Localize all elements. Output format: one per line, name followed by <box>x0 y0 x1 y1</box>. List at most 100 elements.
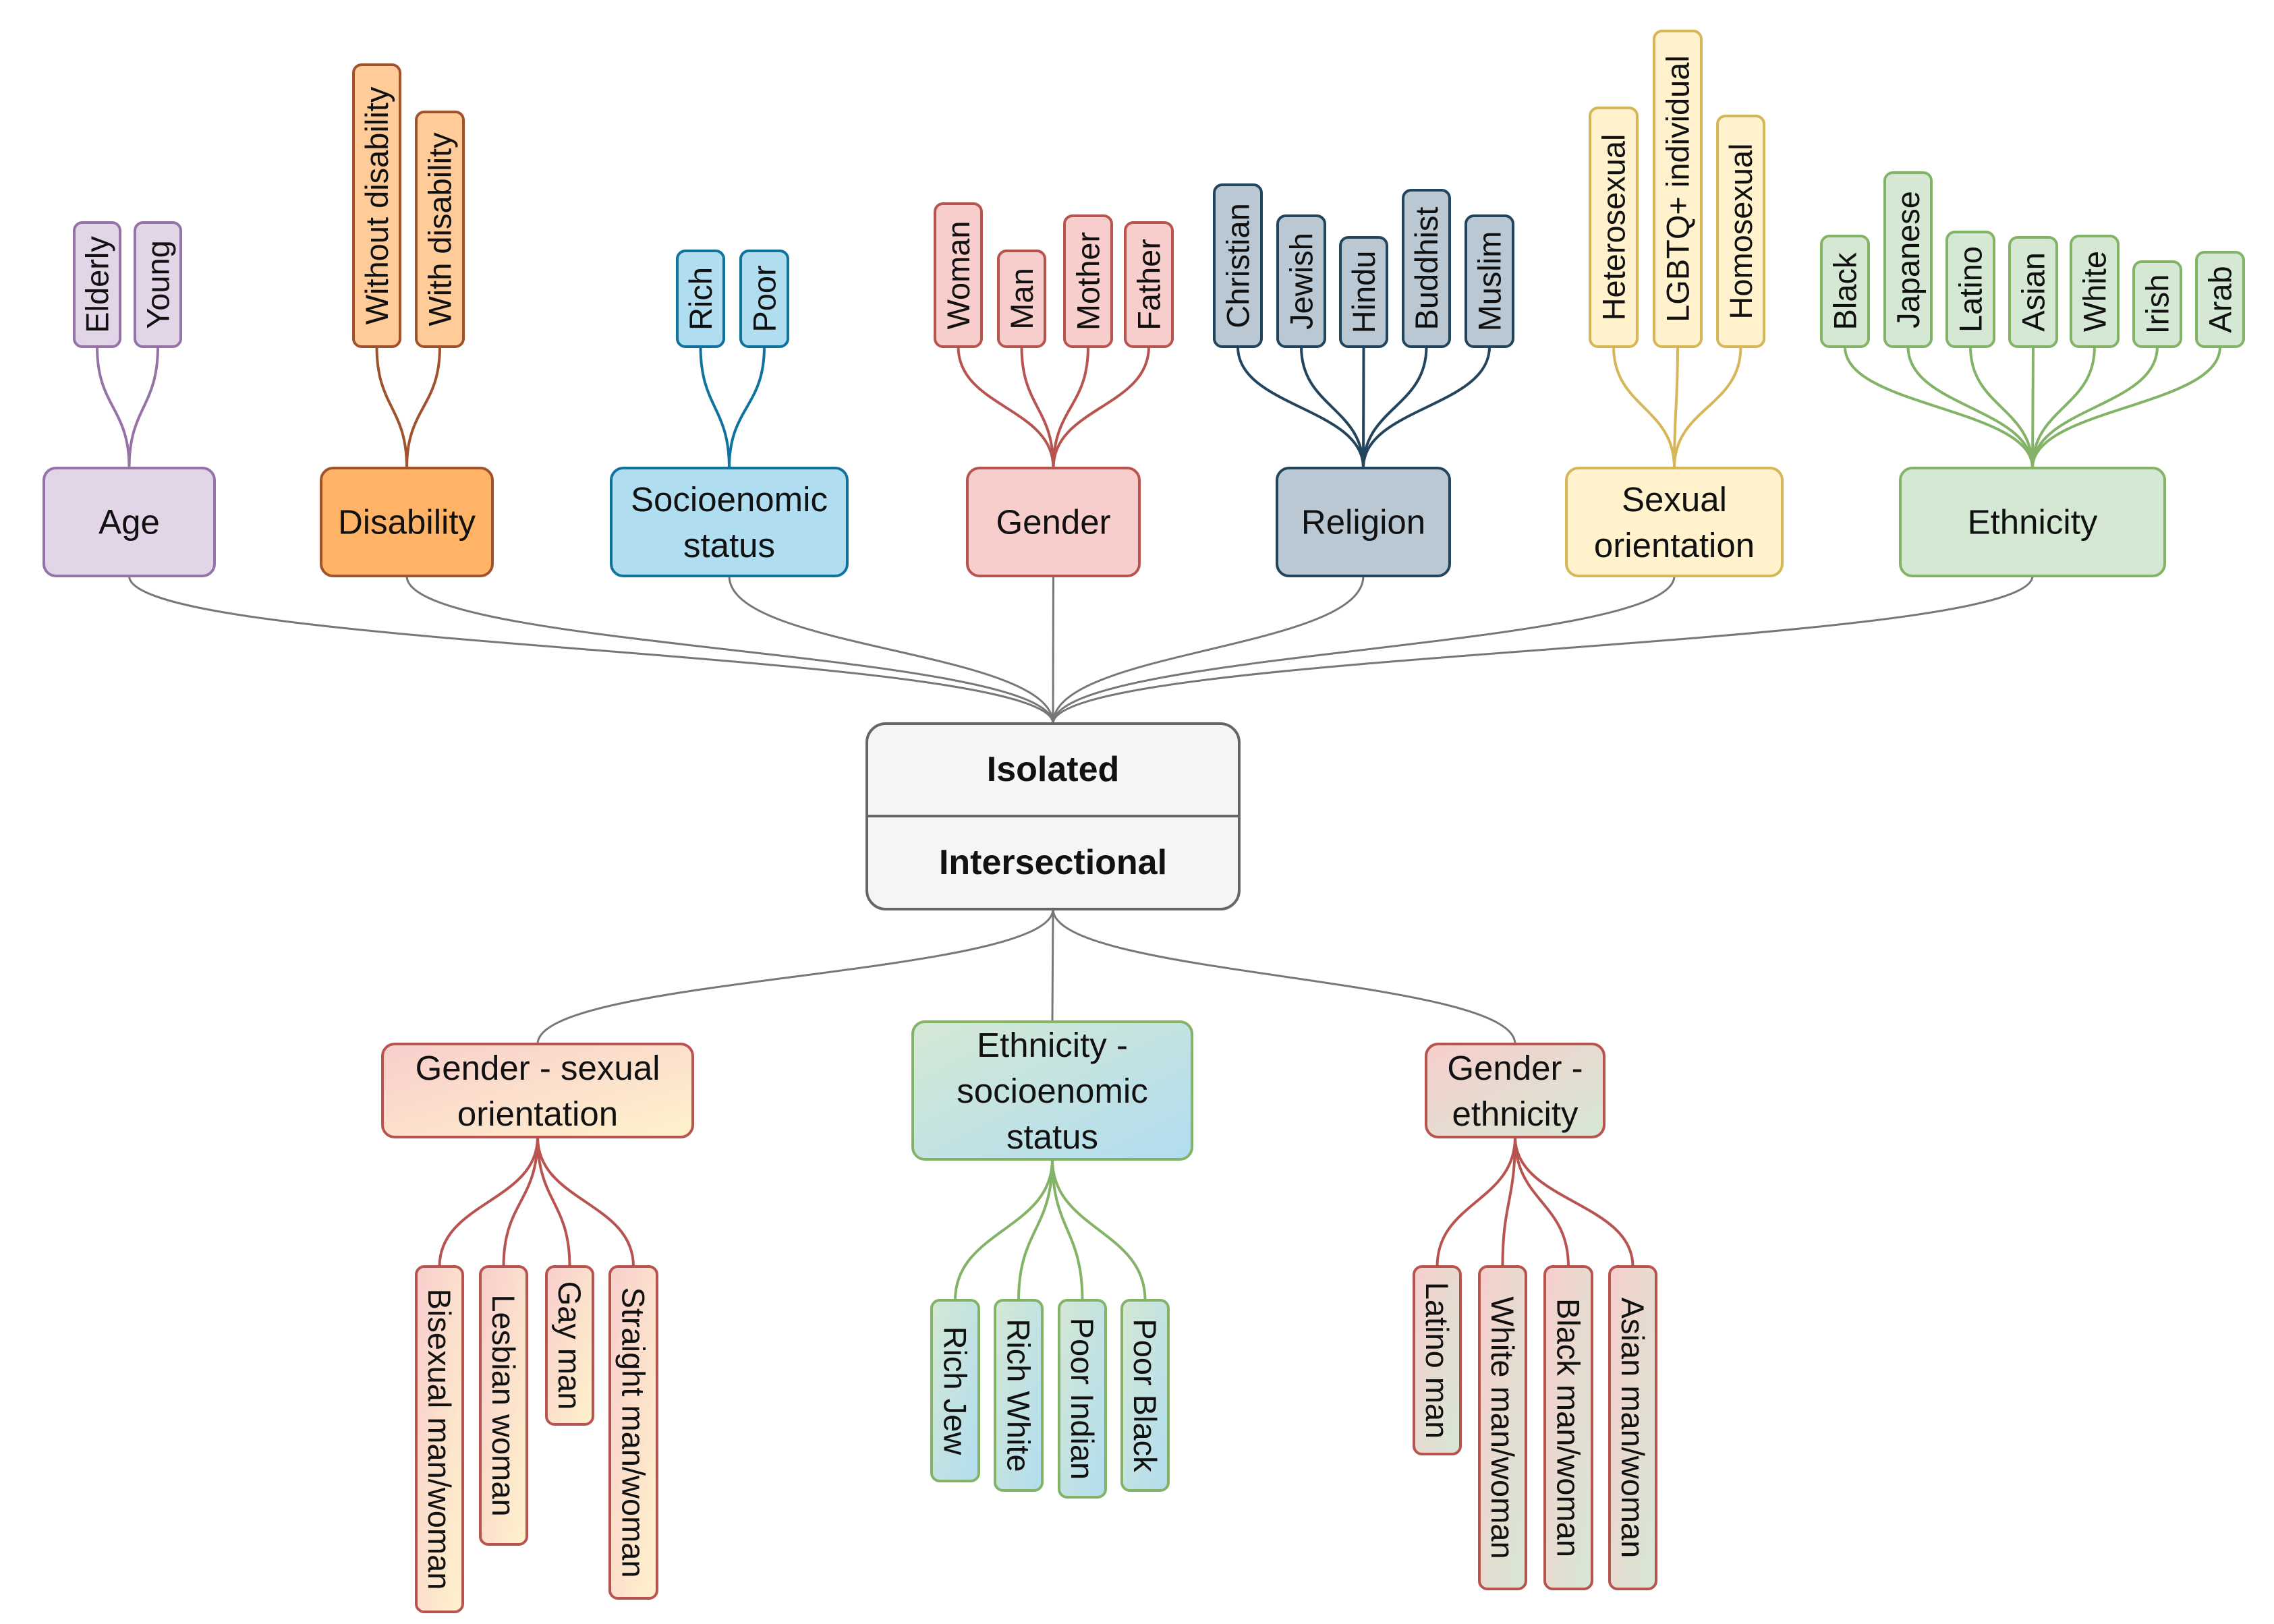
leaf-node: Straight man/woman <box>608 1265 658 1600</box>
leaf-node: Heterosexual <box>1589 107 1639 348</box>
leaf-box-buddhist <box>1402 189 1451 348</box>
leaf-label-father: Father <box>1131 239 1167 330</box>
leaf-label-rich-white: Rich White <box>1001 1318 1037 1472</box>
connector-religion-leaf-0 <box>1237 346 1365 469</box>
leaf-label-buddhist: Buddhist <box>1409 207 1444 330</box>
leaf-box-poor <box>739 250 789 348</box>
leaf-label-irish: Irish <box>2140 274 2176 335</box>
category-label-age: Age <box>98 503 160 542</box>
category-box-socioenomic-status <box>610 467 849 577</box>
leaf-node: Arab <box>2195 251 2245 348</box>
leaf-node: Rich White <box>994 1299 1044 1492</box>
leaf-box-with-disability <box>415 111 465 348</box>
leaf-label-white-man-woman: White man/woman <box>1485 1296 1520 1559</box>
category-label-sexual-orientation-line: Sexual <box>1622 480 1727 519</box>
leaf-node: With disability <box>415 111 465 348</box>
leaf-label-asian-man-woman: Asian man/woman <box>1615 1298 1651 1559</box>
leaf-box-young <box>134 221 182 348</box>
leaf-node: Woman <box>934 202 983 348</box>
leaf-label-black: Black <box>1827 252 1863 330</box>
leaf-node: Man <box>997 250 1046 348</box>
connector-center-to-gender-ethnicity <box>1052 908 1516 1045</box>
category-label-religion: Religion <box>1301 503 1425 542</box>
leaf-box-japanese <box>1883 171 1933 348</box>
leaf-box-muslim <box>1465 214 1514 348</box>
center-node: Isolated Intersectional <box>865 722 1241 910</box>
leaf-box-straight-man-woman <box>608 1265 658 1600</box>
leaf-box-poor-black <box>1120 1299 1170 1492</box>
leaf-node: Poor Indian <box>1058 1299 1107 1499</box>
leaf-node: Father <box>1124 221 1174 348</box>
connector-gender-leaf-2 <box>1052 346 1089 469</box>
leaf-node: Rich <box>676 250 725 348</box>
leaf-node: White <box>2070 235 2120 348</box>
leaf-label-homosexual: Homosexual <box>1723 143 1759 319</box>
leaf-box-gay-man <box>545 1265 594 1426</box>
center-isolated-label: Isolated <box>987 750 1120 789</box>
category-label-socioenomic-status-line: status <box>683 526 775 564</box>
leaf-label-white: White <box>2077 251 2113 332</box>
leaf-label-hindu: Hindu <box>1346 251 1382 334</box>
category-label-gender-ethnicity: Gender - ethnicity <box>1447 1049 1583 1133</box>
leaf-node: White man/woman <box>1478 1265 1527 1590</box>
connector-ethnicity-socioenomic-status-leaf-2 <box>1051 1159 1084 1301</box>
leaf-box-rich <box>676 250 725 348</box>
leaf-label-arab: Arab <box>2202 266 2238 332</box>
category-label-gender-ethnicity-line: Gender - <box>1447 1049 1583 1087</box>
leaf-box-man <box>997 250 1046 348</box>
connector-ethnicity-socioenomic-status-leaf-3 <box>1051 1159 1147 1301</box>
connector-gender-ethnicity-leaf-2 <box>1514 1136 1570 1267</box>
connector-disability-to-center <box>405 575 1054 724</box>
leaf-box-arab <box>2195 251 2245 348</box>
leaf-box-hindu <box>1339 236 1388 348</box>
leaf-box-bisexual-man-woman <box>415 1265 464 1613</box>
category-box-ethnicity <box>1899 467 2166 577</box>
category-box-age <box>42 467 216 577</box>
connector-ethnicity-leaf-5 <box>2031 346 2159 469</box>
connector-center-to-ethnicity-socioenomic-status <box>1051 908 1054 1022</box>
leaf-node: Rich Jew <box>930 1299 980 1482</box>
leaf-box-asian-man-woman <box>1608 1265 1657 1590</box>
leaf-node: Poor Black <box>1120 1299 1170 1492</box>
leaf-label-lgbtq-individual: LGBTQ+ individual <box>1660 55 1696 322</box>
leaf-label-man: Man <box>1004 268 1040 329</box>
leaf-label-elderly: Elderly <box>80 236 115 333</box>
leaf-node: Gay man <box>545 1265 594 1426</box>
leaf-box-lgbtq-individual <box>1653 30 1703 348</box>
connector-gender-sexual-orientation-leaf-0 <box>438 1136 539 1267</box>
category-label-gender: Gender <box>996 503 1110 542</box>
leaf-node: Japanese <box>1883 171 1933 348</box>
connector-ethnicity-leaf-6 <box>2031 346 2221 469</box>
connector-sexual-orientation-to-center <box>1052 575 1676 724</box>
category-label-gender-ethnicity-line: ethnicity <box>1452 1095 1579 1133</box>
category-label-gender-sexual-orientation-line: Gender - sexual <box>416 1049 660 1087</box>
connector-gender-ethnicity-leaf-0 <box>1436 1136 1516 1267</box>
leaf-node: Irish <box>2132 260 2182 348</box>
category-box-gender <box>966 467 1141 577</box>
leaf-label-poor-black: Poor Black <box>1127 1318 1163 1472</box>
category-box-sexual-orientation <box>1565 467 1784 577</box>
leaf-node: Bisexual man/woman <box>415 1265 464 1613</box>
connector-ethnicity-leaf-1 <box>1906 346 2034 469</box>
connector-religion-to-center <box>1052 575 1365 724</box>
category-label-ethnicity-socioenomic-status-line: socioenomic <box>957 1072 1147 1110</box>
leaf-label-woman: Woman <box>940 221 976 329</box>
connector-ethnicity-leaf-2 <box>1969 346 2034 469</box>
leaf-label-rich: Rich <box>683 267 718 330</box>
leaf-box-woman <box>934 202 983 348</box>
connector-gender-leaf-0 <box>957 346 1055 469</box>
connector-gender-leaf-1 <box>1020 346 1055 469</box>
leaf-label-latino: Latino <box>1953 246 1989 332</box>
category-label-gender-sexual-orientation-line: orientation <box>457 1095 618 1133</box>
connector-center-to-gender-sexual-orientation <box>536 908 1054 1045</box>
leaf-box-white <box>2070 235 2120 348</box>
connector-sexual-orientation-leaf-1 <box>1673 346 1679 469</box>
